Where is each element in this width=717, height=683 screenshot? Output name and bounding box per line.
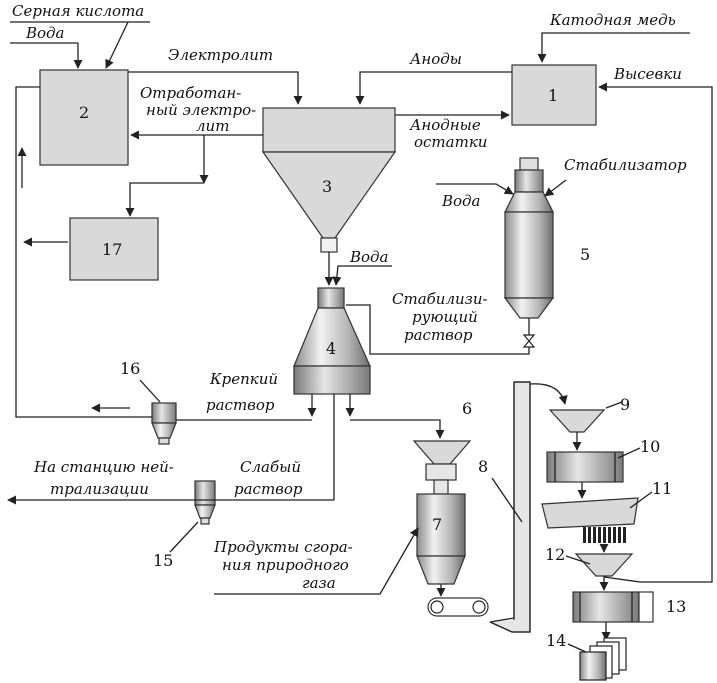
vessel-4-top [317,287,345,309]
label-anode-rem-2: остатки [414,133,487,151]
num-9: 9 [620,395,630,414]
label-stab-2: рующий [412,308,478,326]
label-water-mid: Вода [349,248,389,266]
label-strong-1: Крепкий [209,370,278,388]
box-13 [572,591,640,623]
tank-3 [262,107,396,153]
label-stabilizer: Стабилизатор [564,156,687,174]
label-sulfuric-acid: Серная кислота [12,2,144,20]
label-electrolyte: Электролит [168,46,273,64]
num-13: 13 [666,597,686,616]
num-6: 6 [462,399,472,418]
label-anode-rem-1: Анодные [409,116,481,134]
num-16: 16 [120,359,140,378]
box-1 [511,64,597,126]
vessel-16 [151,402,177,424]
num-1: 1 [548,86,558,105]
label-weak-1: Слабый [240,458,301,476]
label-spent-3: лит [196,117,229,135]
packages-14 [579,637,627,681]
dryer-7-neck [433,479,449,495]
num-12: 12 [545,545,565,564]
funnel-6-neck [425,463,457,481]
box-10 [546,451,624,483]
label-screenings: Высевки [613,65,682,83]
num-3: 3 [322,177,332,196]
hopper-3-outlet [320,237,338,253]
label-anodes: Аноды [409,50,462,68]
screen-11-teeth [583,527,626,543]
box-17 [69,217,159,281]
label-water-top: Вода [25,24,65,42]
column-5-neck [514,169,544,193]
num-14: 14 [546,631,566,650]
label-gas-1: Продукты сгора- [213,538,353,556]
dryer-7-cone [416,555,466,585]
label-gas-3: газа [302,574,336,592]
vessel-4-base [293,365,371,395]
column-5-bottom-cone [503,297,555,319]
label-cathode-copper: Катодная медь [549,11,676,29]
funnel-6 [412,440,472,465]
label-spent-2: ный электро- [146,101,256,119]
label-water-right: Вода [441,192,481,210]
num-10: 10 [640,437,660,456]
label-gas-2: ния природного [222,556,349,574]
num-7: 7 [432,515,442,534]
screen-11 [541,497,639,529]
label-neutral-2: трализации [50,480,149,498]
label-weak-2: раствор [234,480,303,498]
column-5-cap [519,157,539,171]
label-stab-1: Стабилизи- [392,290,488,308]
funnel-12 [574,553,634,577]
num-4: 4 [326,339,336,358]
num-15: 15 [153,551,173,570]
label-spent-1: Отработан- [140,84,241,102]
vessel-15 [194,480,216,506]
elevator-8 [489,381,531,633]
label-neutral-1: На станцию ней- [33,458,174,476]
num-5: 5 [580,245,590,264]
valve-icon [522,334,536,348]
box-2 [39,69,129,166]
label-stab-3: раствор [404,326,473,344]
num-17: 17 [102,240,122,259]
num-11: 11 [652,479,672,498]
dryer-7-body [416,493,466,557]
num-2: 2 [79,103,89,122]
num-8: 8 [478,457,488,476]
label-strong-2: раствор [206,396,275,414]
column-5-body [504,211,554,299]
conveyor [427,597,489,617]
funnel-9 [548,409,606,433]
